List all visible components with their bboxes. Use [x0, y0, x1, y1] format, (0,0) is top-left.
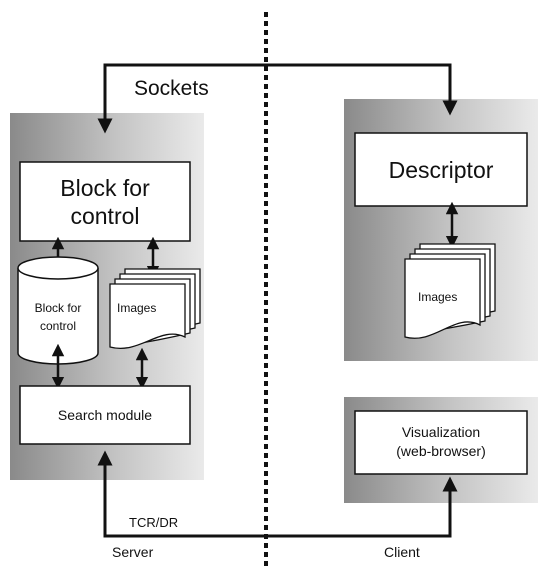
visualization-label-line2: (web-browser): [396, 443, 485, 459]
server-images-document-stack: [109, 268, 201, 349]
database-cylinder: [17, 256, 99, 365]
search-module-box: [19, 385, 191, 445]
database-label-line1: Block for: [35, 301, 82, 315]
tcr-dr-connection: [97, 450, 458, 538]
descriptor-label: Descriptor: [389, 157, 494, 183]
client-label: Client: [384, 544, 420, 560]
server-images-label: Images: [117, 301, 156, 315]
visualization-label-line1: Visualization: [402, 424, 480, 440]
descriptor-box: [354, 132, 528, 207]
tcr-dr-label: TCR/DR: [129, 515, 178, 530]
sockets-label: Sockets: [134, 77, 209, 100]
block-for-control-line1: Block for: [60, 175, 150, 201]
client-images-document-stack: [404, 243, 496, 339]
database-label-line2: control: [40, 319, 76, 333]
block-for-control-line2: control: [70, 203, 139, 229]
search-module-label: Search module: [58, 407, 152, 423]
sockets-connection: [97, 63, 458, 134]
block-for-control-box: [19, 161, 191, 242]
server-label: Server: [112, 544, 154, 560]
client-images-label: Images: [418, 290, 457, 304]
